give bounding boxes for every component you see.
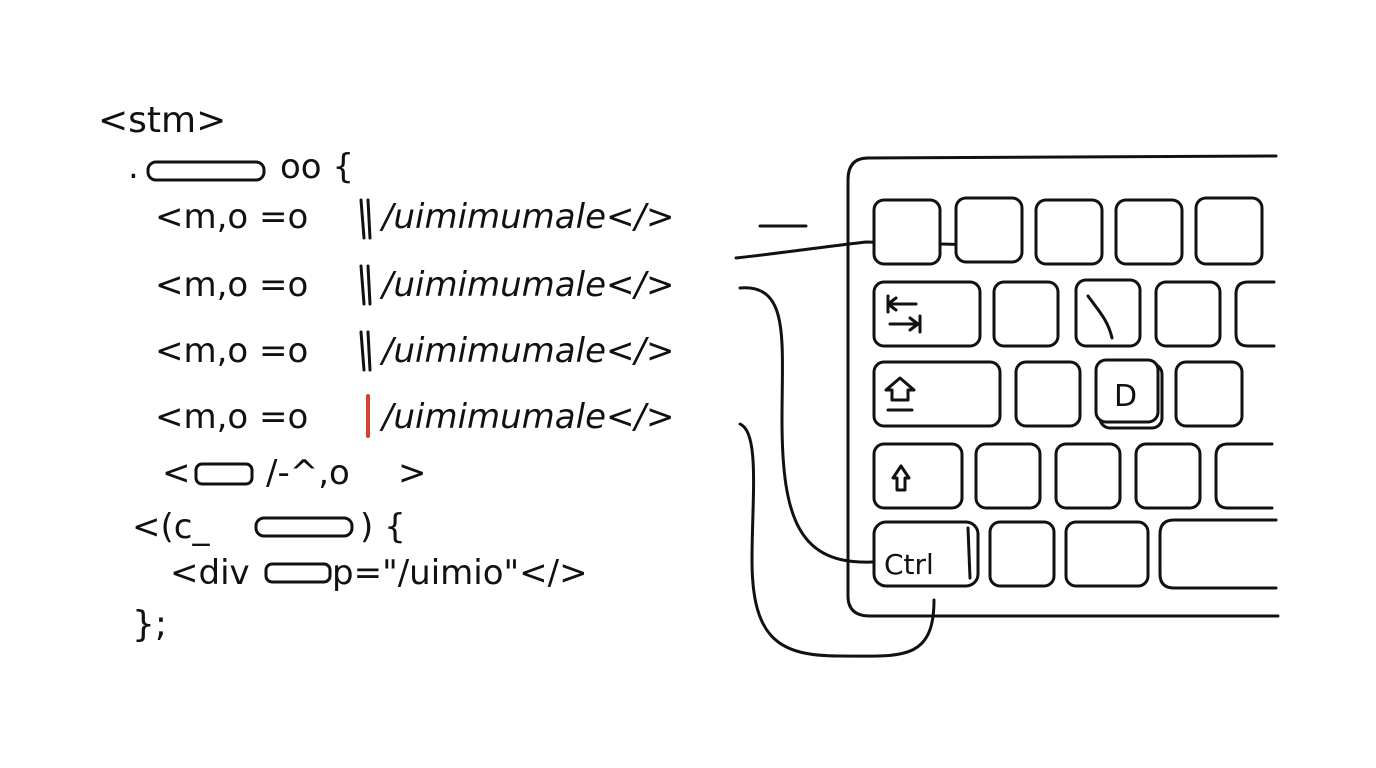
placeholder-box — [194, 462, 254, 486]
key[interactable] — [1174, 360, 1244, 428]
code-line-4-end: /uimimumale</> — [379, 265, 674, 305]
tab-key[interactable] — [872, 280, 982, 348]
code-line-8-end: ) { — [360, 507, 406, 547]
key[interactable] — [1014, 360, 1082, 428]
code-line-7-close: > — [398, 453, 427, 493]
key[interactable] — [1114, 198, 1184, 266]
shift-arrow-icon — [891, 464, 911, 492]
connector-line-to-ctrl — [738, 286, 874, 564]
d-key-label: D — [1114, 379, 1137, 414]
code-line-5-end: /uimimumale</> — [379, 331, 674, 371]
code-line-4-start: <m,o =o — [155, 265, 308, 305]
code-snippet: <stm> . oo { <m,o =o /uimimumale</> <m,o… — [98, 100, 808, 645]
connector-lines — [734, 240, 1020, 658]
shift-key[interactable] — [872, 442, 964, 510]
code-line-1: <stm> — [98, 100, 226, 141]
key[interactable] — [1064, 520, 1150, 588]
slash-mark — [1086, 294, 1114, 340]
ctrl-key-label: Ctrl — [884, 548, 934, 581]
key[interactable] — [1194, 196, 1264, 266]
code-line-2-dot: . — [128, 147, 139, 187]
code-line-7-open: < — [162, 453, 191, 493]
placeholder-box — [264, 562, 332, 584]
caps-lock-icon — [884, 376, 916, 412]
key-partial — [1214, 442, 1274, 510]
code-line-6-end: /uimimumale</> — [379, 397, 674, 437]
keyboard: D Ctrl — [846, 154, 1280, 618]
key[interactable] — [974, 442, 1042, 510]
connector-line-top — [734, 240, 1020, 260]
code-line-2-brace: oo { — [280, 147, 354, 187]
code-line-3-start: <m,o =o — [155, 197, 308, 237]
d-key[interactable] — [1094, 358, 1160, 424]
key[interactable] — [1034, 198, 1104, 266]
code-line-8-start: <(c_ — [132, 507, 210, 547]
code-line-5-start: <m,o =o — [155, 331, 308, 371]
text-cursor — [359, 330, 372, 372]
tab-arrows-icon — [886, 294, 922, 334]
code-line-6-start: <m,o =o — [155, 397, 308, 437]
space-key[interactable] — [1158, 518, 1278, 590]
key[interactable] — [872, 198, 942, 266]
code-line-3-end: /uimimumale</> — [379, 197, 674, 237]
code-line-9-end: p="/uimio"</> — [332, 553, 588, 593]
code-line-7-mid: /-^,o — [266, 453, 350, 493]
ctrl-key-shadow — [966, 526, 972, 580]
key[interactable] — [1154, 280, 1222, 348]
connector-line-bottom — [738, 422, 936, 658]
placeholder-box — [254, 516, 354, 538]
key[interactable] — [1074, 278, 1142, 348]
key[interactable] — [992, 280, 1060, 348]
code-line-9-start: <div — [170, 553, 250, 593]
key-partial — [1234, 280, 1276, 348]
keyboard-outline — [846, 154, 1280, 618]
key[interactable] — [988, 520, 1056, 588]
key[interactable] — [1134, 442, 1202, 510]
text-cursor — [359, 198, 372, 240]
ctrl-key[interactable] — [872, 520, 980, 588]
key[interactable] — [954, 196, 1024, 264]
text-cursor — [359, 264, 372, 306]
code-line-10: }; — [132, 604, 167, 645]
placeholder-box — [146, 160, 266, 182]
key[interactable] — [1054, 442, 1122, 510]
